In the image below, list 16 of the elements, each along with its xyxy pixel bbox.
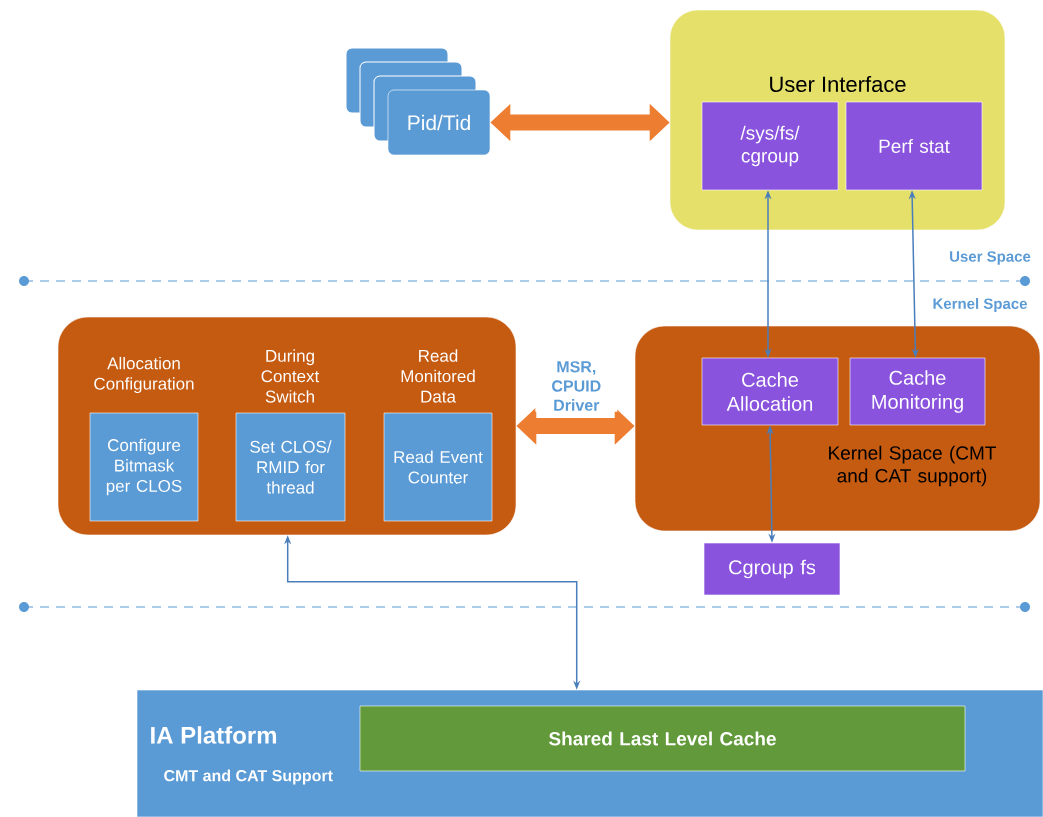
column-heading: During Context Switch (261, 349, 320, 403)
edge-label: MSR, CPUID Driver (535, 360, 618, 412)
process-box: Set CLOS/ RMID for thread (235, 412, 346, 522)
process-box: Cache Monitoring (849, 357, 986, 426)
cache-bar: Shared Last Level Cache (359, 705, 966, 772)
process-box: Cache Allocation (701, 357, 839, 426)
region-label: Kernel Space (933, 298, 1027, 312)
process-box: /sys/fs/ cgroup (701, 101, 839, 191)
process-box: Cgroup fs (703, 542, 841, 596)
column-heading: Allocation Configuration (94, 356, 194, 394)
process-box: Perf stat (845, 101, 983, 191)
process-box: Read Event Counter (383, 412, 493, 522)
column-heading: Read Monitored Data (401, 349, 475, 403)
region-label: User Space (950, 251, 1031, 265)
process-box: Configure Bitmask per CLOS (89, 412, 199, 522)
process-box: Pid/Tid (345, 47, 491, 156)
